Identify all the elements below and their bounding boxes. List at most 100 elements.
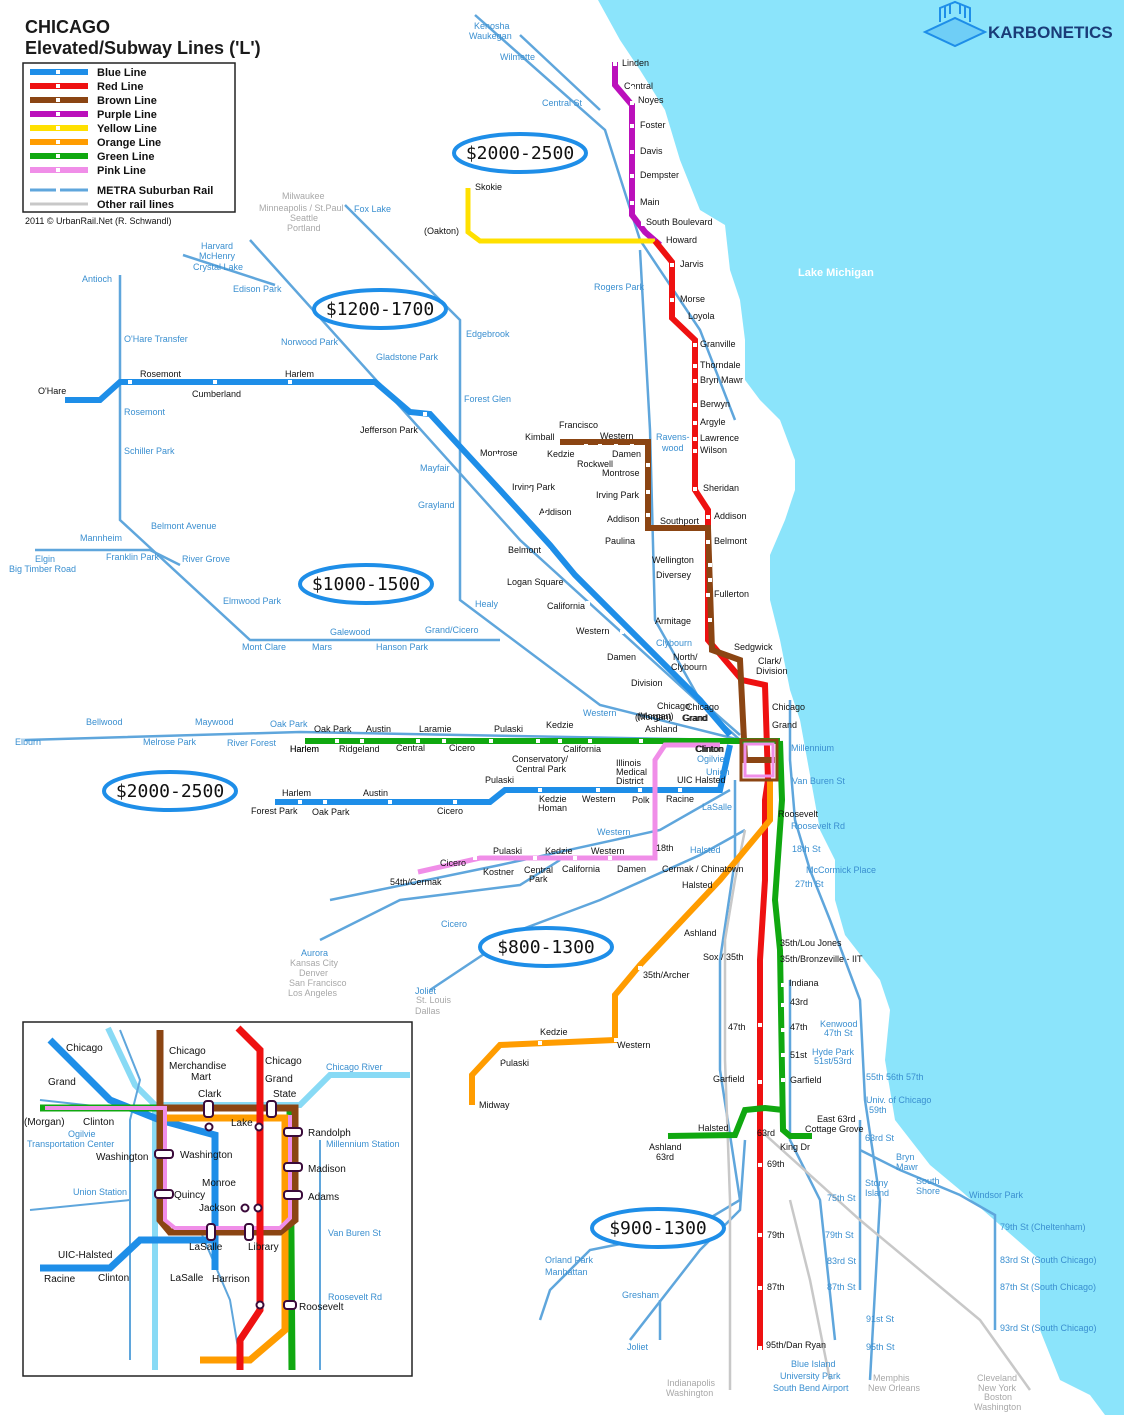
station-dot xyxy=(528,488,532,492)
station-dot xyxy=(693,421,697,425)
station-label: 51st/53rd xyxy=(814,1056,852,1066)
station-dot xyxy=(630,174,634,178)
station-label: Central St xyxy=(542,98,583,108)
station-label: Ogilvie xyxy=(697,754,725,764)
station-label: Western xyxy=(576,626,609,636)
station-label: Damen xyxy=(612,449,641,459)
station-label: Park xyxy=(529,874,548,884)
station-label: Chicago xyxy=(772,702,805,712)
legend-swatch-dot xyxy=(56,188,60,192)
station-label: Mannheim xyxy=(80,533,122,543)
inset-station-label: Chicago xyxy=(66,1043,103,1054)
station-label: Antioch xyxy=(82,274,112,284)
station-dot xyxy=(646,513,650,517)
station-label: 51st xyxy=(790,1050,808,1060)
station-label: Oak Park xyxy=(314,724,352,734)
rent-range-label: $2000-2500 xyxy=(116,781,224,802)
station-label: 35th/Lou Jones xyxy=(780,938,842,948)
station-label: Clybourn xyxy=(656,638,692,648)
legend-label: Yellow Line xyxy=(97,123,157,135)
station-label: Blue Island xyxy=(791,1359,836,1369)
station-label: Granville xyxy=(700,339,736,349)
station-label: Pulaski xyxy=(494,724,523,734)
station-label: 95th/Dan Ryan xyxy=(766,1340,826,1350)
inset-station-label: Van Buren St xyxy=(328,1228,381,1238)
station-label: Gladstone Park xyxy=(376,352,439,362)
rent-oval xyxy=(452,132,588,174)
station-dot xyxy=(596,788,600,792)
station-label: 87th xyxy=(767,1282,785,1292)
station-label: Waukegan xyxy=(469,31,512,41)
station-dot xyxy=(684,923,688,927)
inset-station-label: LaSalle xyxy=(189,1242,223,1253)
inset-labels: ChicagoGrand(Morgan)ClintonOgilvieTransp… xyxy=(24,1043,400,1313)
station-label: Washington xyxy=(666,1388,713,1398)
rent-oval xyxy=(478,926,614,968)
inset-station-label: Union Station xyxy=(73,1187,127,1197)
legend-label: Blue Line xyxy=(97,67,147,79)
station-label: Elgin xyxy=(35,554,55,564)
station-label: Kenosha xyxy=(474,21,510,31)
lake-michigan xyxy=(598,0,1124,1415)
station-label: Rockwell xyxy=(577,459,613,469)
station-dot xyxy=(442,739,446,743)
station-label: South Boulevard xyxy=(646,217,713,227)
inset-station-label: Racine xyxy=(44,1274,76,1285)
station-label: Conservatory/ xyxy=(512,754,569,764)
station-label: Clybourn xyxy=(671,662,707,672)
station-label: Kenwood xyxy=(820,1019,858,1029)
station-dot xyxy=(670,298,674,302)
inset-station-label: Mart xyxy=(191,1072,211,1083)
station-label: Wilmette xyxy=(500,52,535,62)
other-rail-lines xyxy=(723,829,1032,1391)
station-label: Grand xyxy=(682,713,707,723)
station-dot xyxy=(288,380,292,384)
station-label: South Bend Airport xyxy=(773,1383,849,1393)
station-dot xyxy=(693,403,697,407)
station-label: New Orleans xyxy=(868,1383,921,1393)
station-label: Lawrence xyxy=(700,433,739,443)
station-label: Western xyxy=(582,794,615,804)
station-label: Cleveland xyxy=(977,1373,1017,1383)
station-label: Kedzie xyxy=(547,449,575,459)
station-label: 35th/Archer xyxy=(643,970,690,980)
station-label: Western xyxy=(591,846,624,856)
station-label: 93rd St (South Chicago) xyxy=(1000,1323,1097,1333)
station-label: Joliet xyxy=(415,986,437,996)
station-dot xyxy=(498,1056,502,1060)
station-dot xyxy=(630,201,634,205)
station-label: 69th xyxy=(767,1159,785,1169)
station-label: Austin xyxy=(363,788,388,798)
station-label: Harvard xyxy=(201,241,233,251)
legend-label: METRA Suburban Rail xyxy=(97,185,213,197)
inset-station-label: Chicago River xyxy=(326,1062,383,1072)
station-label: O'Hare Transfer xyxy=(124,334,188,344)
inset-station-label: Merchandise xyxy=(169,1061,227,1072)
legend-label: Other rail lines xyxy=(97,199,174,211)
station-label: Southport xyxy=(660,516,700,526)
station-label: Noyes xyxy=(638,95,664,105)
rent-range-label: $2000-2500 xyxy=(466,143,574,164)
station-label: University Park xyxy=(780,1371,841,1381)
station-label: Western xyxy=(583,708,616,718)
station-dot xyxy=(630,101,634,105)
legend-swatch-dot xyxy=(56,140,60,144)
station-label: Los Angeles xyxy=(288,988,338,998)
legend-label: Brown Line xyxy=(97,95,157,107)
station-dot xyxy=(706,540,710,544)
station-label: Island xyxy=(865,1188,889,1198)
station-label: Millennium xyxy=(791,743,834,753)
station-label: 87th St (South Chicago) xyxy=(1000,1282,1096,1292)
station-label: Pulaski xyxy=(485,775,514,785)
station-label: Milwaukee xyxy=(282,191,325,201)
station-label: Manhattan xyxy=(545,1267,588,1277)
yellow-line xyxy=(465,188,655,244)
station-label: Fullerton xyxy=(714,589,749,599)
station-label: Diversey xyxy=(656,570,692,580)
station-label: Mont Clare xyxy=(242,642,286,652)
station-label: Fox Lake xyxy=(354,204,391,214)
station-label: 79th St (Cheltenham) xyxy=(1000,1222,1086,1232)
station-label: Aurora xyxy=(301,948,328,958)
station-label: Pulaski xyxy=(493,846,522,856)
station-label: Hanson Park xyxy=(376,642,429,652)
